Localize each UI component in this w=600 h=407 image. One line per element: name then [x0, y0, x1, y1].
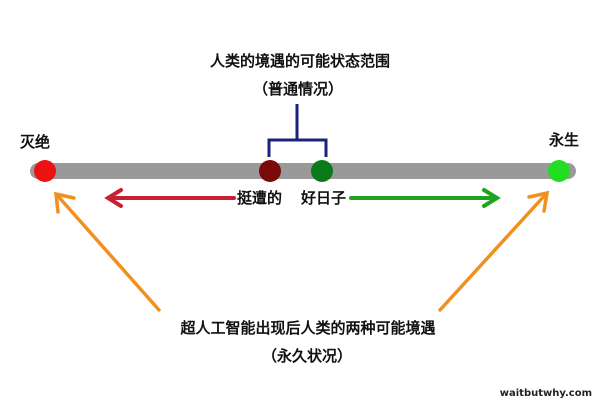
immortality-label: 永生: [549, 131, 580, 149]
red-arrow: [104, 188, 236, 208]
green-arrow: [349, 188, 501, 208]
good-times-dot: [311, 160, 333, 182]
orange-arrow-left: [53, 191, 161, 312]
immortality-dot: [548, 160, 570, 182]
range-subtitle: （普通情况）: [252, 80, 344, 98]
bad-times-dot: [259, 160, 281, 182]
extinction-dot: [34, 160, 56, 182]
extinction-label: 灭绝: [20, 133, 51, 151]
bottom-subtitle: （永久状况）: [261, 347, 353, 365]
range-title: 人类的境遇的可能状态范围: [209, 52, 391, 70]
good-times-label: 好日子: [301, 189, 347, 207]
orange-arrow-right: [438, 190, 550, 312]
bad-times-label: 挺遭的: [237, 189, 283, 207]
watermark: waitbutwhy.com: [499, 388, 592, 399]
range-bracket: [267, 104, 328, 157]
bottom-title: 超人工智能出现后人类的两种可能境遇: [180, 319, 436, 337]
